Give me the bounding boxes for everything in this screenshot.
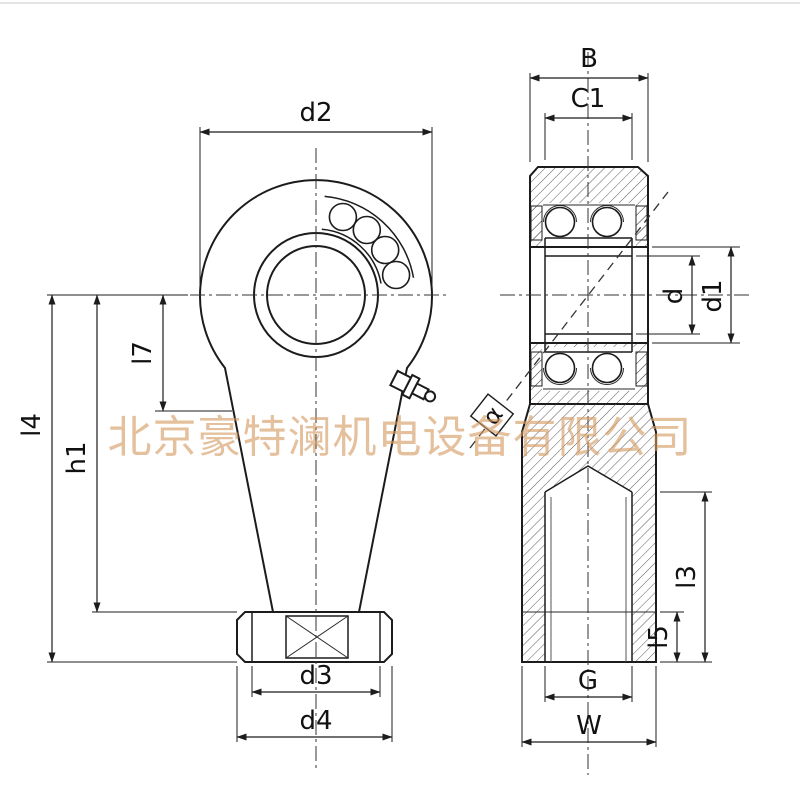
seal-icon [530, 351, 543, 387]
race-arc [590, 367, 624, 385]
dim-l4: l4 [17, 294, 56, 663]
dim-label-d3: d3 [299, 661, 332, 691]
dim-label-C1: C1 [571, 84, 606, 114]
raceway-inner-arc [321, 228, 382, 284]
race-arc [590, 205, 624, 223]
dim-h1: h1 [62, 294, 101, 613]
raceway-outer-arc [324, 195, 415, 278]
ball-icon [328, 202, 358, 232]
ball-icon [352, 215, 382, 245]
dim-label-W: W [576, 711, 602, 741]
dim-label-d2: d2 [299, 98, 332, 128]
dim-label-l7: l7 [128, 341, 158, 365]
dim-label-G: G [578, 666, 598, 696]
seal-icon [530, 205, 543, 241]
company-watermark: 北京豪特澜机电设备有限公司 [108, 412, 693, 463]
dim-C1: C1 [544, 84, 633, 160]
ball-icon [591, 206, 623, 238]
dim-G: G [544, 666, 633, 702]
shank-wall-right [632, 492, 656, 662]
dim-B: B [529, 44, 649, 162]
dim-l3: l3 [660, 491, 712, 663]
dim-alpha: α [469, 393, 515, 437]
dim-l7: l7 [128, 294, 167, 412]
side-section-view [521, 166, 657, 663]
ball-icon [591, 352, 623, 384]
dim-d2: d2 [199, 98, 433, 288]
dim-label-l5: l5 [644, 625, 674, 649]
wrench-flat-marking [285, 615, 349, 659]
dim-d4: d4 [236, 666, 393, 742]
shank-outline [521, 403, 657, 663]
dim-d3: d3 [251, 661, 381, 697]
ball-icon [544, 206, 576, 238]
shank-solid-section [522, 404, 656, 492]
ball-icon [381, 260, 411, 290]
race-arc [543, 367, 577, 385]
ball-icon [544, 352, 576, 384]
seal-icon [635, 351, 648, 387]
dimensions: d2 B C1 d d1 [17, 44, 740, 747]
shank-wall-left [522, 492, 545, 662]
dim-d1: d1 [652, 246, 740, 344]
ball-icon [370, 235, 400, 265]
seal-icon [635, 205, 648, 241]
grease-fitting-icon [389, 369, 437, 403]
dim-label-h1: h1 [62, 441, 92, 474]
dim-W: W [521, 666, 657, 747]
dim-label-d1: d1 [698, 279, 728, 312]
dim-label-d4: d4 [299, 706, 332, 736]
dim-label-l4: l4 [17, 413, 47, 437]
race-arc [543, 205, 577, 223]
dim-l5: l5 [644, 611, 684, 663]
dim-label-d: d [659, 288, 689, 305]
hex-block-outline [236, 611, 393, 663]
dim-label-B: B [580, 44, 598, 74]
dim-label-l3: l3 [672, 565, 702, 589]
drill-cone [544, 465, 633, 493]
dim-d: d [636, 255, 700, 335]
